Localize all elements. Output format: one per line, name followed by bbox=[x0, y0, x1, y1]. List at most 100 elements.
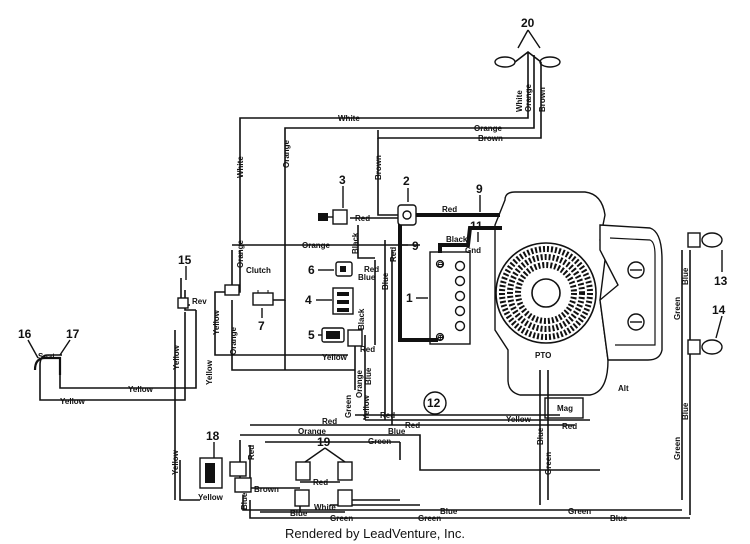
relays-19 bbox=[294, 461, 353, 507]
pto-label: PTO bbox=[535, 351, 551, 360]
label-green-v: Green bbox=[344, 395, 353, 418]
label-yellow-18b: Yellow bbox=[198, 493, 224, 502]
label-blue-r2: Blue bbox=[681, 402, 690, 420]
label-green-bot2: Green bbox=[568, 507, 591, 516]
label-yellow-5: Yellow bbox=[322, 353, 348, 362]
label-blue-pto: Blue bbox=[536, 427, 545, 445]
label-white-vl: White bbox=[236, 156, 245, 178]
callout-numbers: 20 2 3 9 9 11 6 4 5 1 7 15 16 17 18 19 1… bbox=[18, 16, 728, 449]
svg-text:⊖: ⊖ bbox=[437, 260, 444, 269]
label-yellow-seat1: Yellow bbox=[128, 385, 154, 394]
callout-14-circle bbox=[423, 391, 447, 415]
headlight-12 bbox=[687, 232, 723, 248]
label-black-5: Black bbox=[357, 308, 366, 330]
label-red-2: Red bbox=[442, 205, 457, 214]
label-yellow-vlow: Yellow bbox=[205, 359, 214, 385]
label-orange-clutch: Orange bbox=[236, 239, 245, 268]
label-green-r2: Green bbox=[673, 437, 682, 460]
callout-7: 7 bbox=[258, 319, 265, 333]
label-red-5: Red bbox=[360, 345, 375, 354]
label-yellow-15: Yellow bbox=[172, 344, 181, 370]
callout-15: 15 bbox=[178, 253, 192, 267]
label-seat: Seat bbox=[38, 352, 55, 361]
wire-harness bbox=[39, 75, 691, 519]
label-red-h2: Red bbox=[380, 411, 395, 420]
callout-4: 4 bbox=[305, 293, 312, 307]
label-brown-v20: Brown bbox=[538, 87, 547, 112]
callout-arrows bbox=[27, 29, 723, 463]
label-orange-mid: Orange bbox=[302, 241, 331, 250]
svg-text:⊕: ⊕ bbox=[437, 333, 444, 342]
switch-6 bbox=[335, 261, 353, 277]
label-blue-6: Blue bbox=[358, 273, 376, 282]
switch-5 bbox=[321, 327, 345, 343]
label-blue-h1: Blue bbox=[388, 427, 406, 436]
label-rev: Rev bbox=[192, 297, 207, 306]
magneto-box bbox=[544, 397, 584, 419]
label-gnd: Gnd bbox=[465, 246, 481, 255]
label-green-bot: Green bbox=[418, 514, 441, 523]
label-yellow-seat2: Yellow bbox=[60, 397, 86, 406]
label-brown-18: Brown bbox=[254, 485, 279, 494]
label-clutch: Clutch bbox=[246, 266, 271, 275]
label-red-19: Red bbox=[313, 478, 328, 487]
label-orange-top: Orange bbox=[474, 124, 503, 133]
label-red-v: Red bbox=[389, 247, 398, 262]
label-white-top: White bbox=[338, 114, 360, 123]
label-red-h1: Red bbox=[322, 417, 337, 426]
solenoid-2 bbox=[397, 204, 417, 226]
label-blue-v: Blue bbox=[381, 272, 390, 290]
label-white-19: White bbox=[314, 503, 336, 512]
alt-label: Alt bbox=[618, 384, 629, 393]
rev-switch-15 bbox=[177, 278, 190, 309]
callout-19: 19 bbox=[317, 435, 331, 449]
switch-18 bbox=[199, 457, 252, 493]
label-yellow-18: Yellow bbox=[171, 449, 180, 475]
label-blue-r: Blue bbox=[681, 267, 690, 285]
label-orange-vl: Orange bbox=[282, 139, 291, 168]
callout-6: 6 bbox=[308, 263, 315, 277]
callout-11: 11 bbox=[470, 219, 483, 233]
label-black-3: Black bbox=[351, 232, 360, 254]
battery: ⊖ ⊕ bbox=[429, 251, 471, 345]
callout-12: 13 bbox=[714, 274, 728, 288]
label-green-pto: Green bbox=[544, 452, 553, 475]
label-green-h1: Green bbox=[368, 437, 391, 446]
label-red-3: Red bbox=[355, 214, 370, 223]
callout-17: 17 bbox=[66, 327, 80, 341]
battery-ground-cable bbox=[438, 226, 502, 253]
label-red-18: Red bbox=[247, 445, 256, 460]
label-black-11: Black bbox=[446, 235, 468, 244]
callout-5: 5 bbox=[308, 328, 315, 342]
callout-1: 1 bbox=[406, 291, 413, 305]
label-yellow-clutch: Yellow bbox=[212, 309, 221, 335]
label-blue-v2: Blue bbox=[364, 367, 373, 385]
callout-9b: 9 bbox=[412, 239, 419, 253]
label-orange-v2: Orange bbox=[355, 369, 364, 398]
callout-18: 18 bbox=[206, 429, 220, 443]
engine: Mag PTO Alt bbox=[494, 191, 663, 419]
ignition-switch-3 bbox=[318, 209, 348, 225]
connector-mid bbox=[347, 329, 363, 347]
label-orange-h: Orange bbox=[298, 427, 327, 436]
label-brown-vc: Brown bbox=[374, 155, 383, 180]
label-blue-bot: Blue bbox=[440, 507, 458, 516]
label-blue-18: Blue bbox=[240, 492, 249, 510]
label-white-v20: White bbox=[515, 90, 524, 112]
callout-14: 12 bbox=[427, 396, 441, 410]
label-orange-v20: Orange bbox=[524, 83, 533, 112]
label-blue-bot2: Blue bbox=[610, 514, 628, 523]
connector-20 bbox=[494, 50, 561, 75]
clutch-connector bbox=[224, 284, 240, 296]
fuse-block-4 bbox=[332, 287, 354, 315]
label-blue-19: Blue bbox=[290, 509, 308, 518]
seat-switch-16-17 bbox=[33, 356, 62, 375]
callout-2: 2 bbox=[403, 174, 410, 188]
label-orange-vlow: Orange bbox=[229, 326, 238, 355]
label-yellow-v2: Yellow bbox=[362, 394, 371, 420]
mag-label: Mag bbox=[557, 404, 573, 413]
callout-20: 20 bbox=[521, 16, 535, 30]
label-brown-top: Brown bbox=[478, 134, 503, 143]
label-green-19: Green bbox=[330, 514, 353, 523]
